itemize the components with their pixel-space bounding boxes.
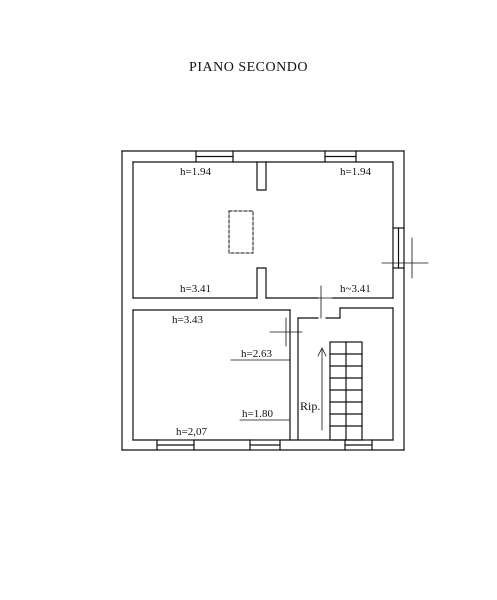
height-label-nw: h=1.94 — [180, 166, 211, 178]
height-label-se: h~3.41 — [340, 283, 371, 295]
partition-top-stub — [256, 161, 267, 191]
skylight-dashed — [228, 210, 254, 254]
height-label-ne: h=1.94 — [340, 166, 371, 178]
height-label-lower-bottom: h=2,07 — [176, 426, 207, 438]
stair-room-label: Rip. — [300, 399, 320, 413]
height-label-lower-top: h=3.43 — [172, 314, 203, 326]
plan-title: PIANO SECONDO — [189, 60, 308, 75]
mid-wall-right — [265, 297, 394, 309]
height-label-lower-mid: h=2.63 — [241, 348, 272, 360]
height-label-sw: h=3.41 — [180, 283, 211, 295]
height-label-lower-inner: h=1.80 — [242, 408, 273, 420]
partition-bottom-stub — [256, 267, 267, 299]
stair-room-wall-right — [325, 307, 341, 319]
mid-wall-left — [132, 297, 291, 311]
